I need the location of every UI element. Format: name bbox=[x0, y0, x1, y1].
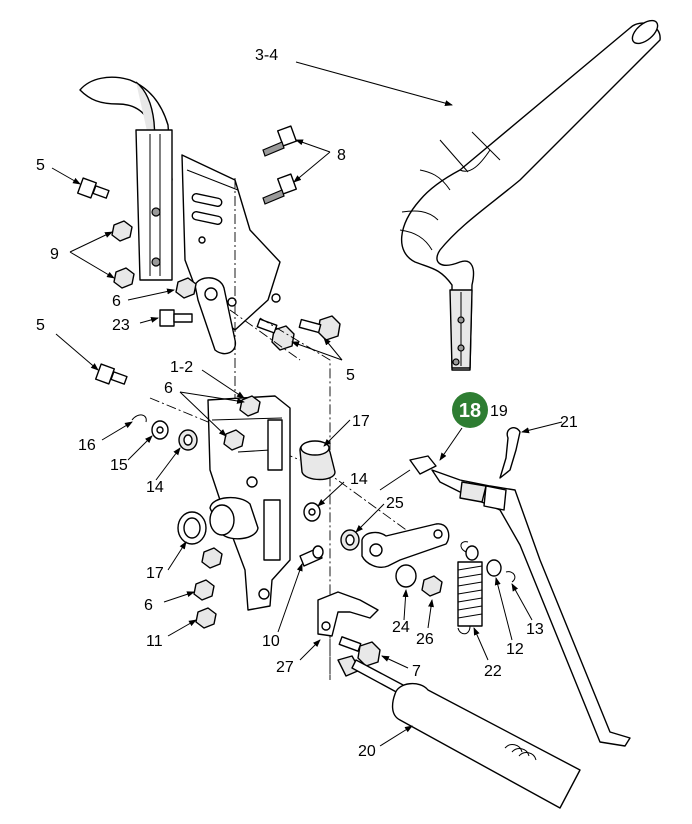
callout-6c: 6 bbox=[144, 597, 153, 614]
callout-24: 24 bbox=[392, 619, 410, 636]
crank-24 bbox=[361, 523, 450, 568]
spring-22 bbox=[457, 541, 483, 635]
callout-26: 26 bbox=[416, 631, 434, 648]
cable-20 bbox=[337, 655, 581, 809]
callout-12: 12 bbox=[506, 641, 524, 658]
callout-27: 27 bbox=[276, 659, 294, 676]
pivot-tube bbox=[209, 497, 259, 540]
callout-9: 9 bbox=[50, 246, 59, 263]
callout-14a: 14 bbox=[146, 479, 164, 496]
callout-21: 21 bbox=[560, 414, 578, 431]
callout-20: 20 bbox=[358, 743, 376, 760]
nut-9a bbox=[111, 220, 133, 242]
upper-lever-assembly bbox=[79, 76, 281, 355]
callout-5b: 5 bbox=[346, 367, 355, 384]
callout-15: 15 bbox=[110, 457, 128, 474]
callout-17b: 17 bbox=[146, 565, 164, 582]
bearing-17a bbox=[299, 440, 336, 481]
nut-6a bbox=[175, 277, 197, 299]
bearing-17b bbox=[177, 511, 207, 545]
spacer-24 bbox=[395, 564, 417, 588]
callout-5c: 5 bbox=[36, 317, 45, 334]
badge-18-label: 18 bbox=[459, 400, 481, 422]
leader-3-4 bbox=[295, 61, 453, 107]
bolt-23 bbox=[159, 309, 193, 327]
callout-23: 23 bbox=[112, 317, 130, 334]
washer-12b bbox=[486, 559, 502, 577]
callout-10: 10 bbox=[262, 633, 280, 650]
leader-lines bbox=[51, 139, 563, 747]
bolt-7 bbox=[338, 636, 381, 667]
bushing-14a bbox=[178, 429, 198, 451]
nut-6b-top bbox=[239, 395, 261, 417]
control-rod-19 bbox=[379, 455, 631, 747]
callout-1-2: 1-2 bbox=[170, 359, 193, 376]
callout-6b: 6 bbox=[164, 380, 173, 397]
clip-16 bbox=[131, 414, 147, 423]
callout-3-4: 3-4 bbox=[255, 47, 278, 64]
highlight-badge-18[interactable]: 18 bbox=[452, 392, 488, 428]
bolt-8a bbox=[262, 125, 298, 157]
callout-14b: 14 bbox=[350, 471, 368, 488]
callout-19: 19 bbox=[490, 403, 508, 420]
callout-8: 8 bbox=[337, 147, 346, 164]
bracket-27 bbox=[317, 591, 379, 637]
clip-13 bbox=[505, 571, 516, 583]
pin-10 bbox=[299, 545, 324, 567]
nut-6b-mid bbox=[223, 429, 245, 451]
bolt-5b bbox=[298, 315, 341, 341]
bolt-5a bbox=[76, 177, 110, 199]
nut-6c bbox=[193, 579, 215, 601]
callout-6a: 6 bbox=[112, 293, 121, 310]
nut-6c-top bbox=[201, 547, 223, 569]
nut-26 bbox=[421, 575, 443, 597]
washer-12a bbox=[465, 545, 479, 561]
callout-11: 11 bbox=[146, 633, 163, 650]
callout-16: 16 bbox=[78, 437, 96, 454]
callout-13: 13 bbox=[526, 621, 544, 638]
callout-17a: 17 bbox=[352, 413, 370, 430]
clip-21 bbox=[499, 427, 521, 479]
callout-25: 25 bbox=[386, 495, 404, 512]
nut-11 bbox=[195, 607, 217, 629]
callout-7: 7 bbox=[412, 663, 421, 680]
callout-22: 22 bbox=[484, 663, 502, 680]
callout-5a: 5 bbox=[36, 157, 45, 174]
bolt-5-left bbox=[94, 363, 128, 385]
nut-9b bbox=[113, 267, 135, 289]
bolt-8b bbox=[262, 173, 298, 205]
control-lever-handle bbox=[399, 19, 661, 371]
